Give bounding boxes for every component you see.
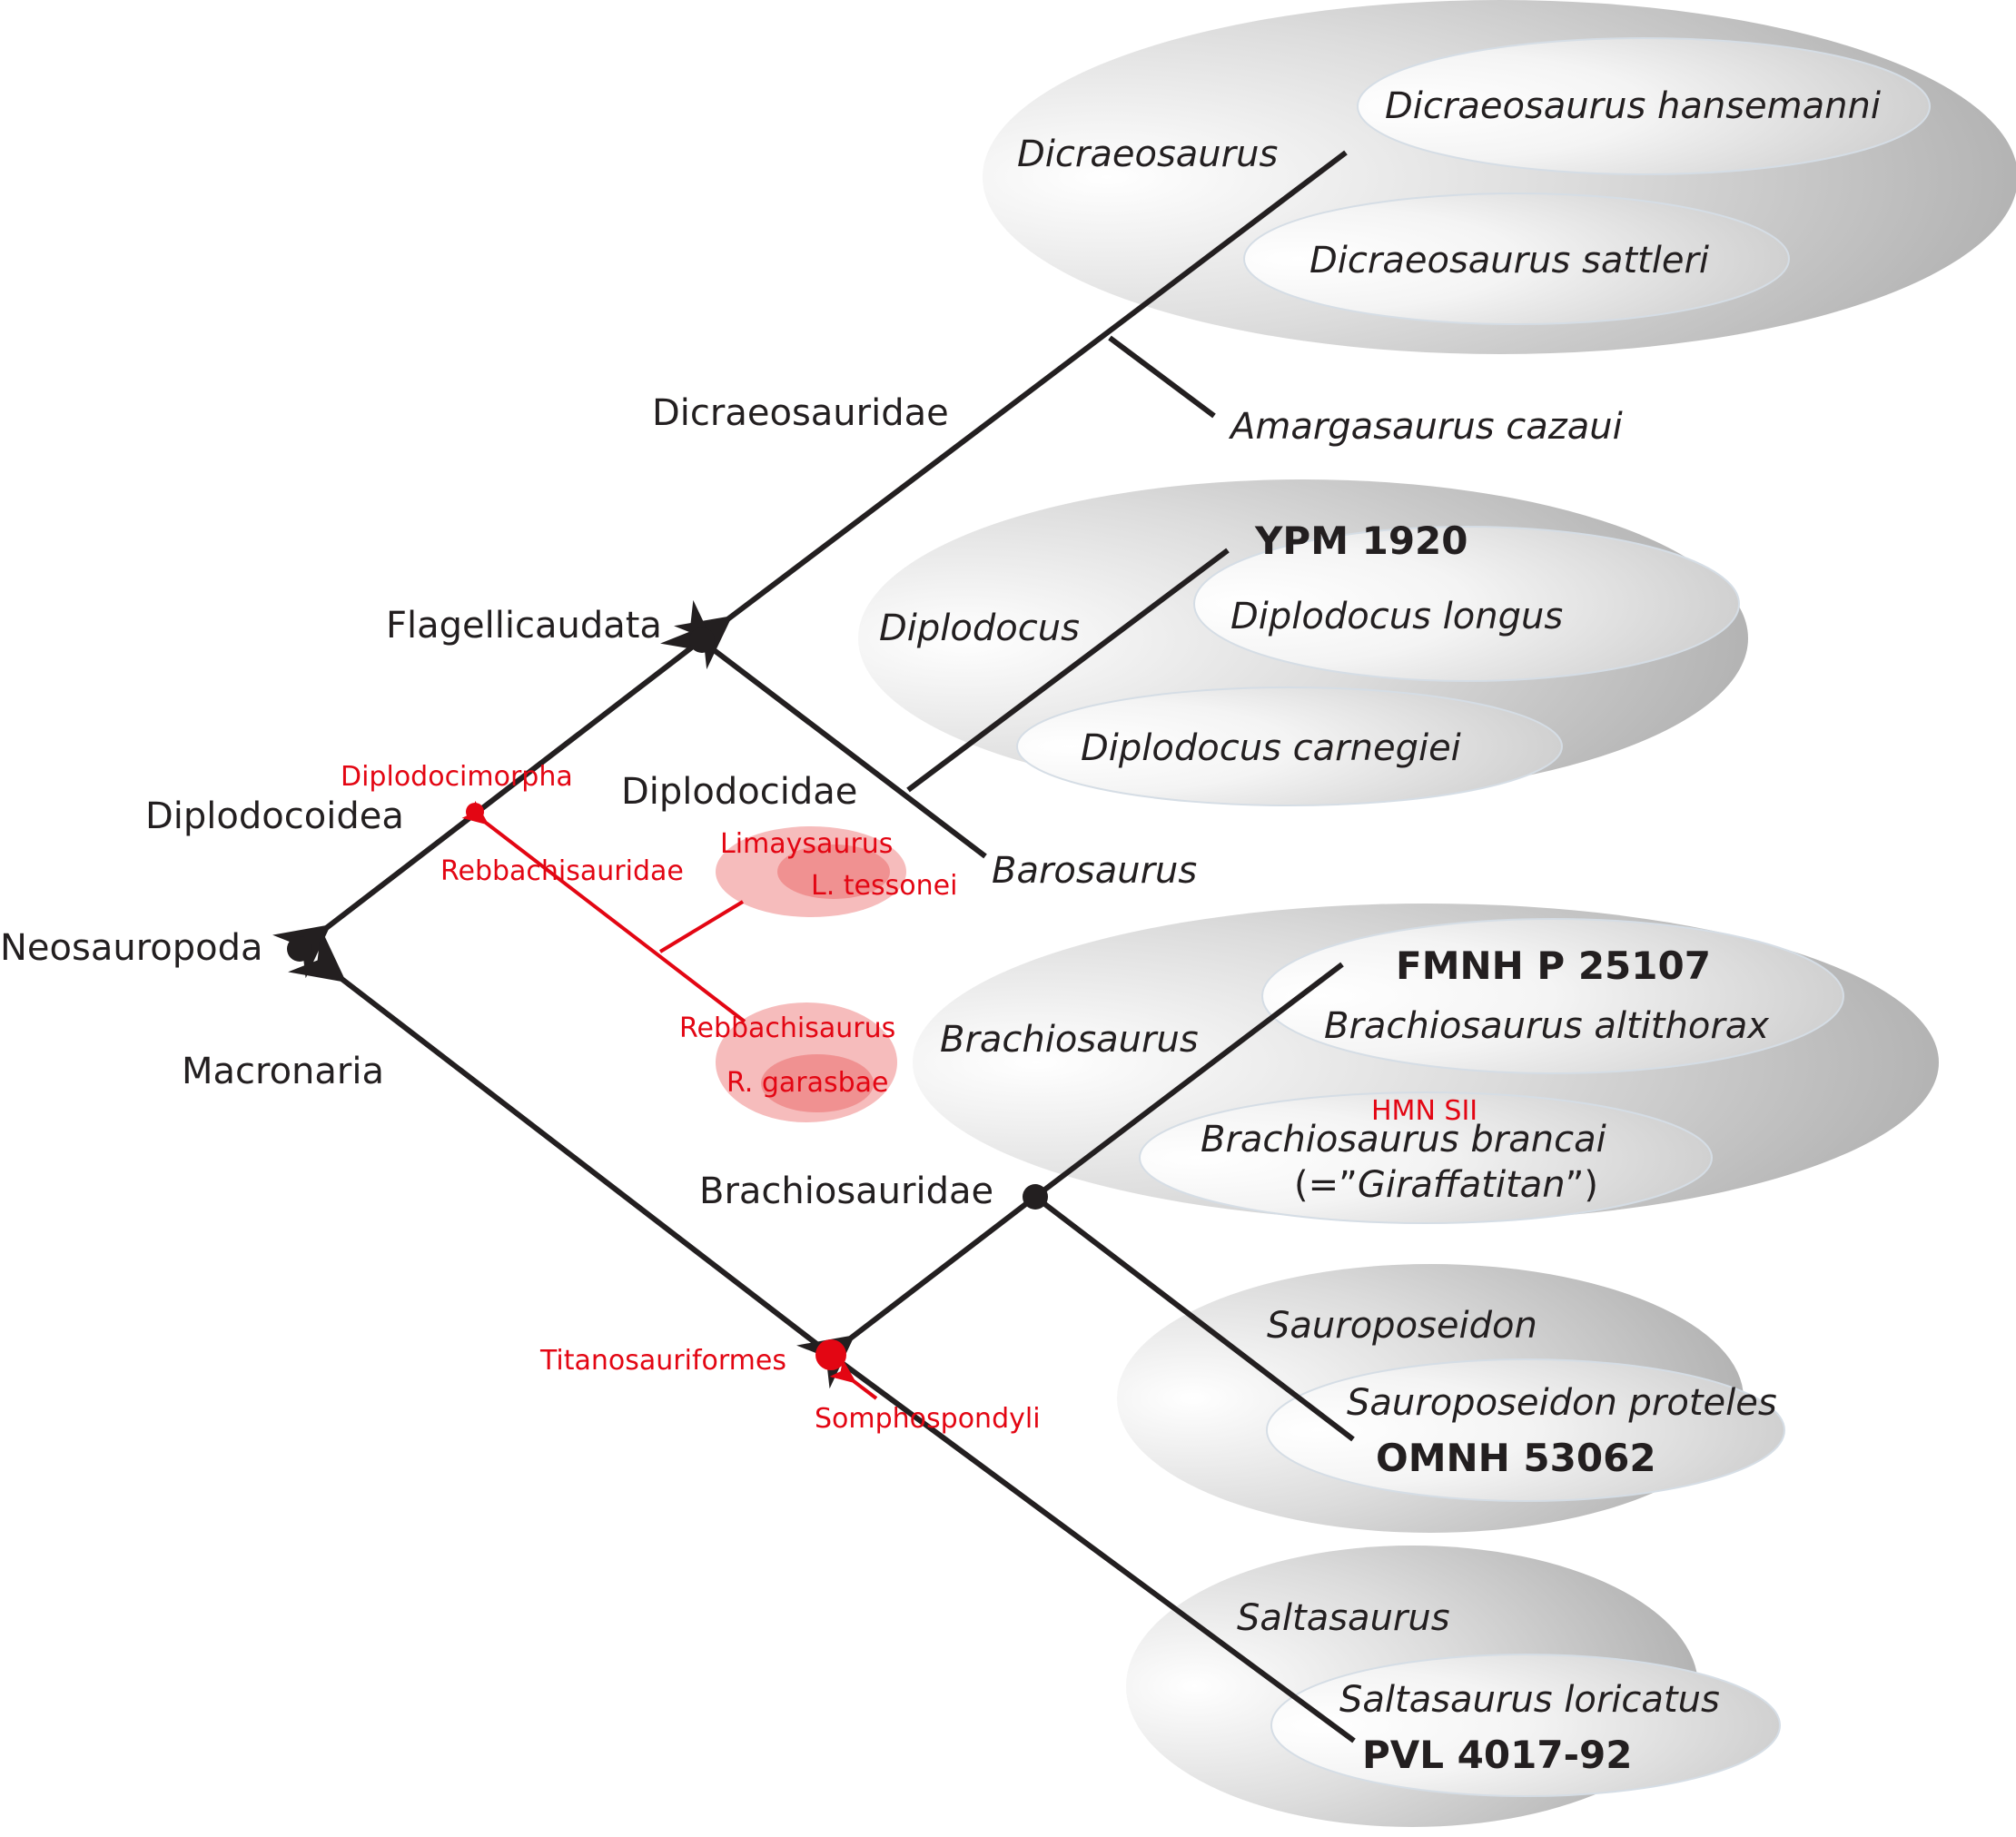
dicraeosaurus-sattleri-ellipse — [1243, 193, 1790, 325]
brachiosaurus-brancai-ellipse — [1139, 1091, 1713, 1224]
label-l-tessonei: L. tessonei — [811, 870, 957, 902]
label-diplodocus: Diplodocus — [879, 607, 1080, 649]
label-giraffatitan: (=”Giraffatitan”) — [1294, 1164, 1598, 1206]
group-red-branches — [461, 800, 878, 1400]
node-flagellicaudata — [689, 627, 715, 653]
group-ellipses — [716, 0, 2016, 1827]
label-r-garasbae: R. garasbae — [726, 1067, 889, 1099]
giraffatitan-open: (=” — [1294, 1164, 1358, 1206]
branch-somphospondyli-arrow — [829, 1358, 878, 1400]
l-tessonei-ellipse — [777, 844, 890, 899]
branch-limaysaurus — [658, 900, 745, 953]
label-barosaurus: Barosaurus — [992, 850, 1197, 892]
label-amargasaurus-cazaui: Amargasaurus cazaui — [1228, 406, 1623, 448]
branch-dicraeosauridae — [674, 150, 1348, 670]
label-sauroposeidon-proteles: Sauroposeidon proteles — [1347, 1382, 1777, 1424]
label-sauroposeidon: Sauroposeidon — [1267, 1305, 1537, 1347]
label-limaysaurus: Limaysaurus — [720, 828, 893, 860]
label-somphospondyli: Somphospondyli — [815, 1403, 1041, 1435]
branch-brachiosaurus — [1033, 962, 1344, 1200]
label-hmn-sii: HMN SII — [1371, 1095, 1477, 1127]
giraffatitan-close: ”) — [1566, 1164, 1598, 1206]
dicraeosaurus-hansemanni-ellipse — [1357, 37, 1931, 175]
label-saltasaurus-loricatus: Saltasaurus loricatus — [1339, 1679, 1720, 1721]
node-brachiosauridae — [1023, 1184, 1048, 1210]
label-rebbachisaurus: Rebbachisaurus — [679, 1012, 895, 1044]
group-branches — [272, 150, 1356, 1743]
node-neosauropoda — [287, 936, 312, 962]
r-garasbae-ellipse — [761, 1054, 874, 1112]
label-diplodocimorpha: Diplodocimorpha — [341, 761, 573, 793]
label-pvl-4017-92: PVL 4017-92 — [1362, 1733, 1632, 1777]
label-dicraeosaurus-hansemanni: Dicraeosaurus hansemanni — [1385, 85, 1881, 127]
label-flagellicaudata: Flagellicaudata — [386, 605, 662, 647]
label-dicraeosaurus: Dicraeosaurus — [1017, 133, 1278, 175]
branch-macronaria — [288, 928, 833, 1358]
label-dicraeosaurus-sattleri: Dicraeosaurus sattleri — [1309, 240, 1709, 281]
label-diplodocidae: Diplodocidae — [621, 771, 857, 813]
branch-rebbachisauridae — [461, 800, 746, 1023]
label-rebbachisauridae: Rebbachisauridae — [440, 855, 684, 887]
label-diplodocus-longus: Diplodocus longus — [1230, 596, 1563, 637]
label-diplodocoidea: Diplodocoidea — [145, 795, 404, 837]
node-titanosauriformes — [815, 1339, 846, 1370]
group-nodes — [287, 627, 1048, 1370]
label-saltasaurus: Saltasaurus — [1237, 1597, 1450, 1639]
label-brachiosaurus-altithorax: Brachiosaurus altithorax — [1324, 1005, 1769, 1047]
branch-diplodocus — [906, 548, 1230, 793]
branch-sauroposeidon — [1033, 1194, 1355, 1442]
giraffatitan-name: Giraffatitan — [1358, 1164, 1566, 1206]
branch-somphospondyli — [829, 1352, 1356, 1743]
branch-diplodocoidea — [272, 637, 703, 979]
sauroposeidon-proteles-ellipse — [1266, 1358, 1785, 1502]
branch-diplodocidae — [660, 599, 987, 859]
label-fmnh-p-25107: FMNH P 25107 — [1396, 943, 1711, 988]
label-dicraeosauridae: Dicraeosauridae — [652, 392, 949, 434]
branch-brachiosauridae — [796, 1194, 1037, 1389]
label-diplodocus-carnegiei: Diplodocus carnegiei — [1081, 727, 1461, 769]
label-macronaria: Macronaria — [182, 1051, 384, 1092]
saltasaurus-loricatus-ellipse — [1270, 1654, 1781, 1797]
node-diplodocimorpha — [466, 803, 484, 821]
label-brachiosauridae: Brachiosauridae — [699, 1170, 993, 1212]
branch-amargasaurus — [1108, 335, 1216, 419]
label-brachiosaurus: Brachiosaurus — [940, 1019, 1199, 1061]
label-ypm-1920: YPM 1920 — [1254, 519, 1468, 563]
diplodocus-longus-ellipse — [1193, 526, 1740, 682]
label-titanosauriformes: Titanosauriformes — [539, 1345, 786, 1377]
label-omnh-53062: OMNH 53062 — [1376, 1436, 1656, 1480]
label-brachiosaurus-brancai: Brachiosaurus brancai — [1201, 1119, 1606, 1160]
diplodocus-carnegiei-ellipse — [1016, 686, 1563, 806]
label-neosauropoda: Neosauropoda — [0, 927, 263, 969]
brachiosaurus-altithorax-ellipse — [1261, 918, 1844, 1074]
